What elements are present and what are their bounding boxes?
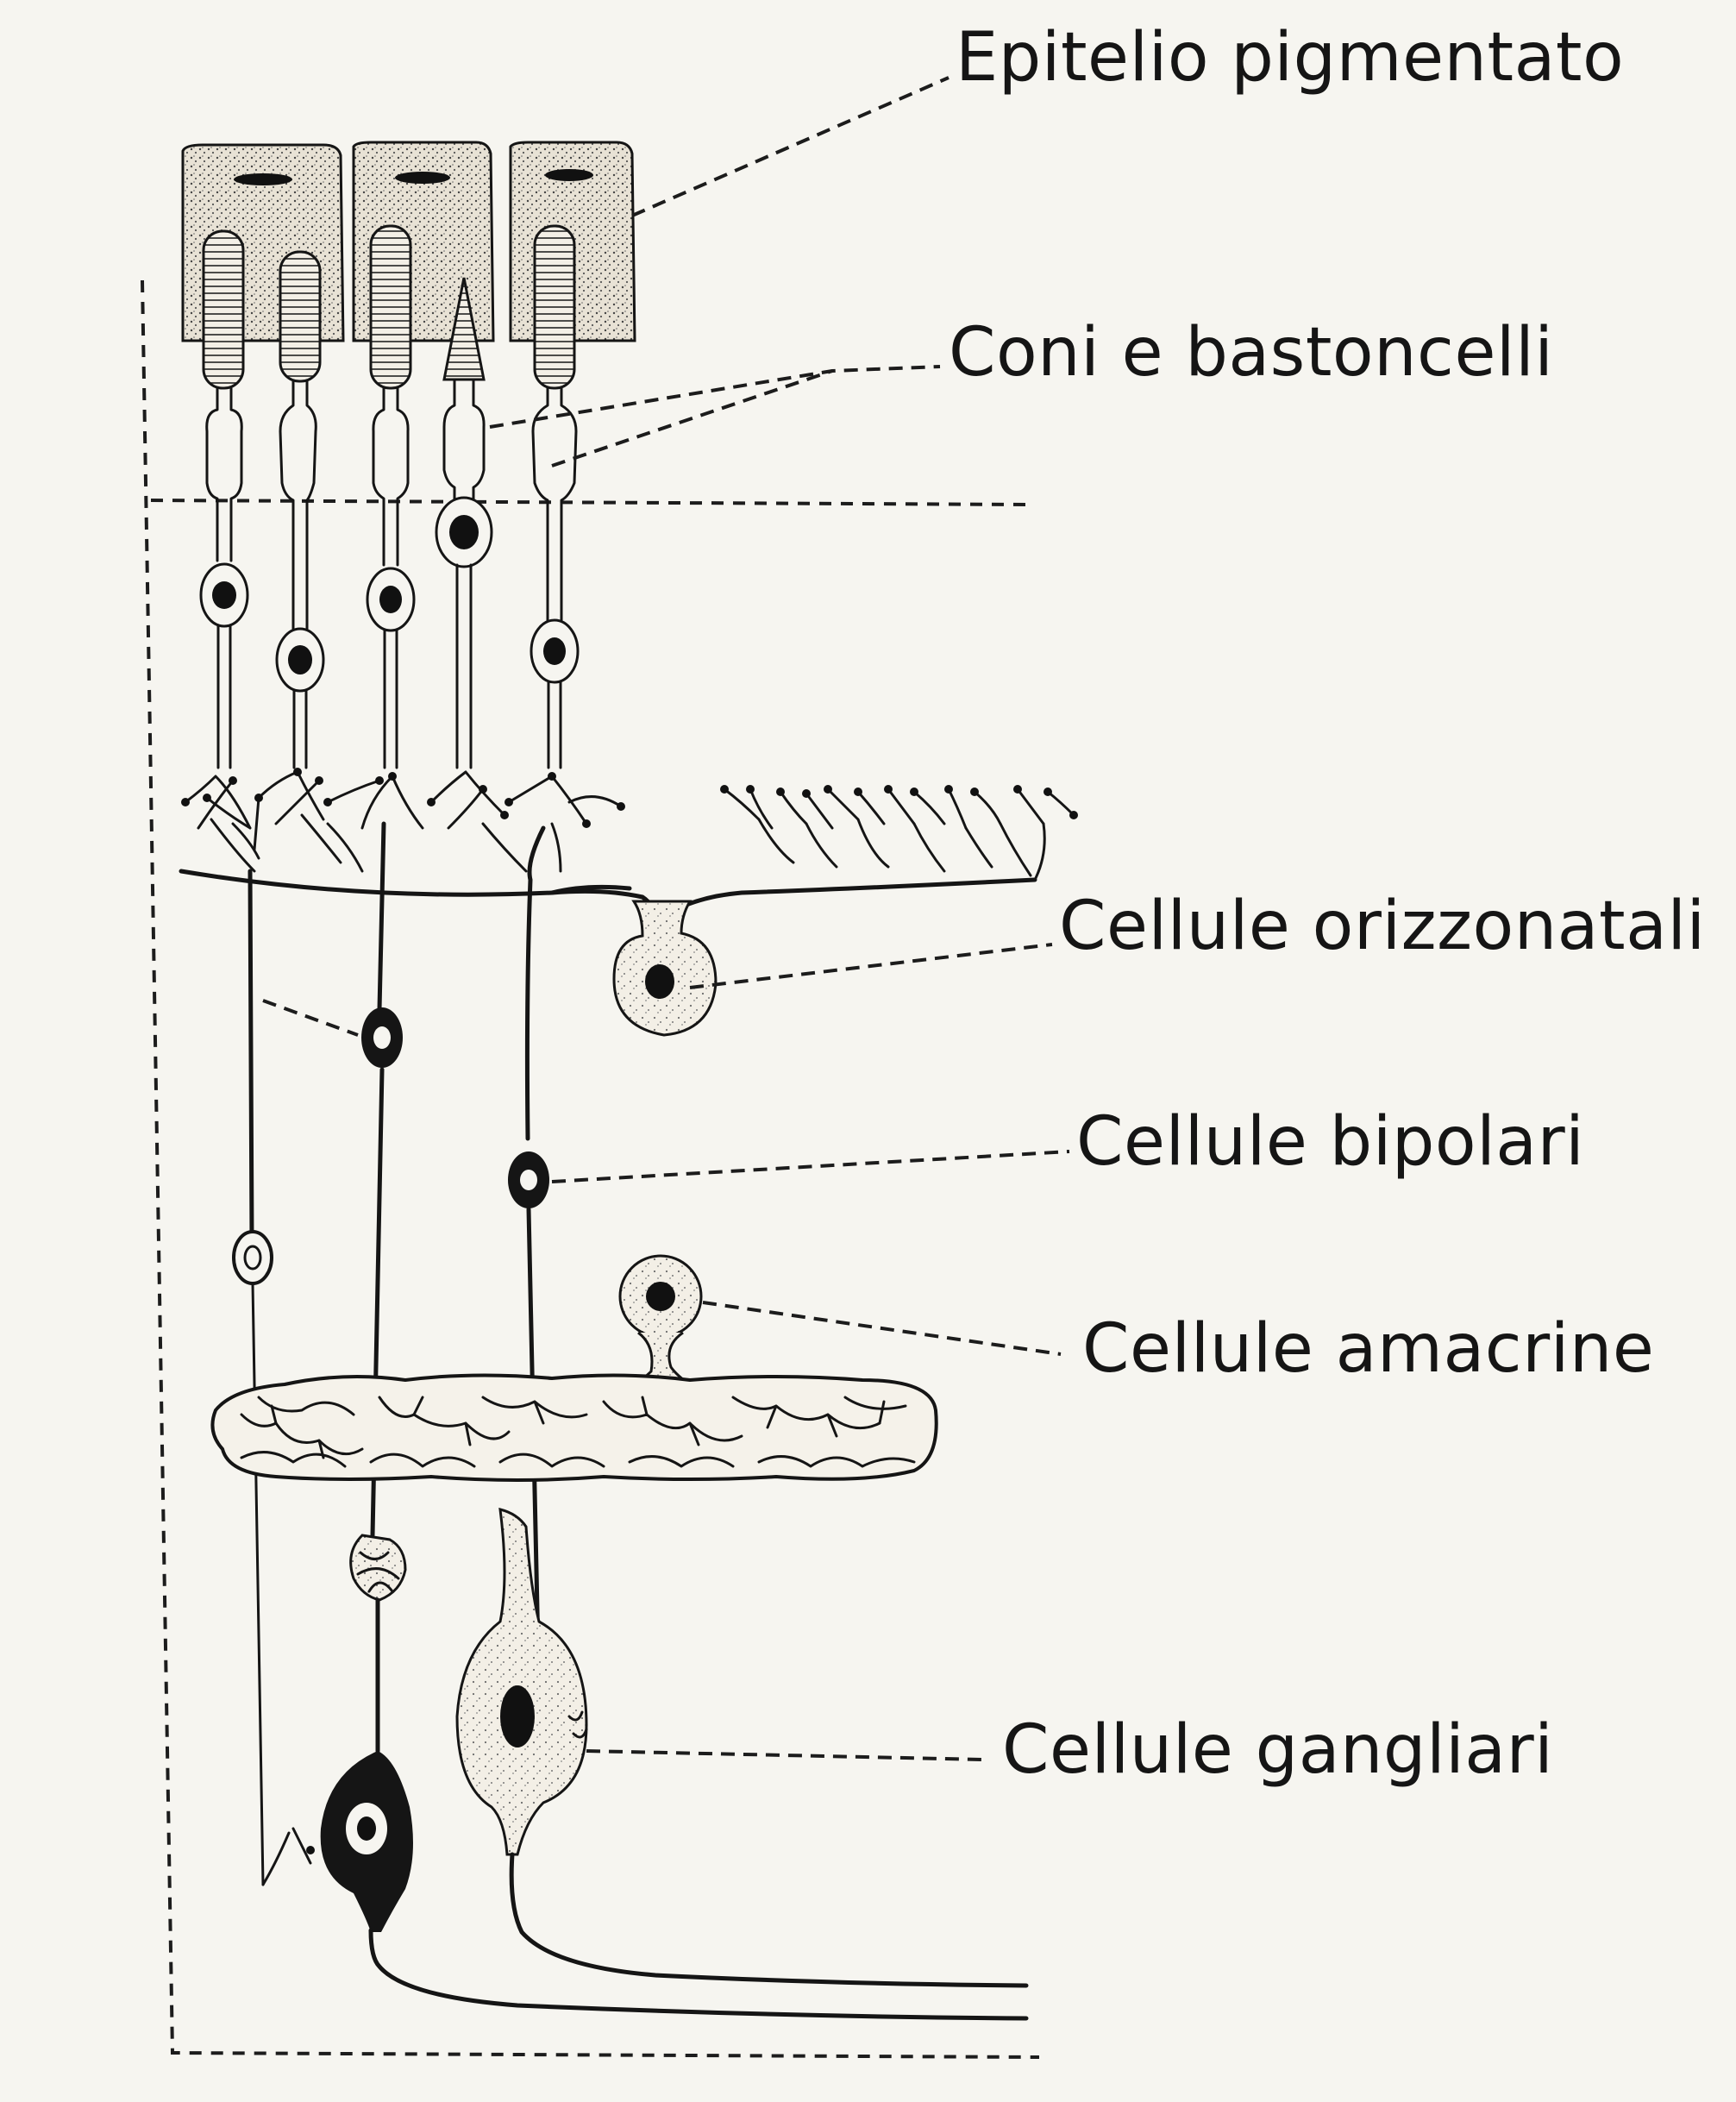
label-bipolar-cells: Cellule bipolari — [1076, 1103, 1585, 1181]
leader-lines — [262, 76, 1070, 1761]
photoreceptor-cells — [199, 378, 580, 769]
label-ganglion-cells: Cellule gangliari — [1002, 1711, 1554, 1789]
inner-plexiform-layer — [210, 1373, 938, 1482]
horizontal-cell — [179, 869, 1037, 1037]
amacrine-cell — [618, 1254, 703, 1386]
label-cones-rods: Coni e bastoncelli — [949, 314, 1554, 392]
bipolar-cells — [232, 821, 549, 1886]
label-amacrine-cells: Cellule amacrine — [1082, 1310, 1655, 1388]
label-pigment-epithelium: Epitelio pigmentato — [956, 19, 1625, 97]
label-horizontal-cells: Cellule orizzonatali — [1059, 888, 1706, 965]
retina-frame — [141, 279, 1040, 2059]
outer-plexiform-layer — [181, 768, 1078, 882]
ganglion-cells — [291, 1508, 1029, 2021]
photoreceptor-outer-segments — [202, 224, 576, 390]
